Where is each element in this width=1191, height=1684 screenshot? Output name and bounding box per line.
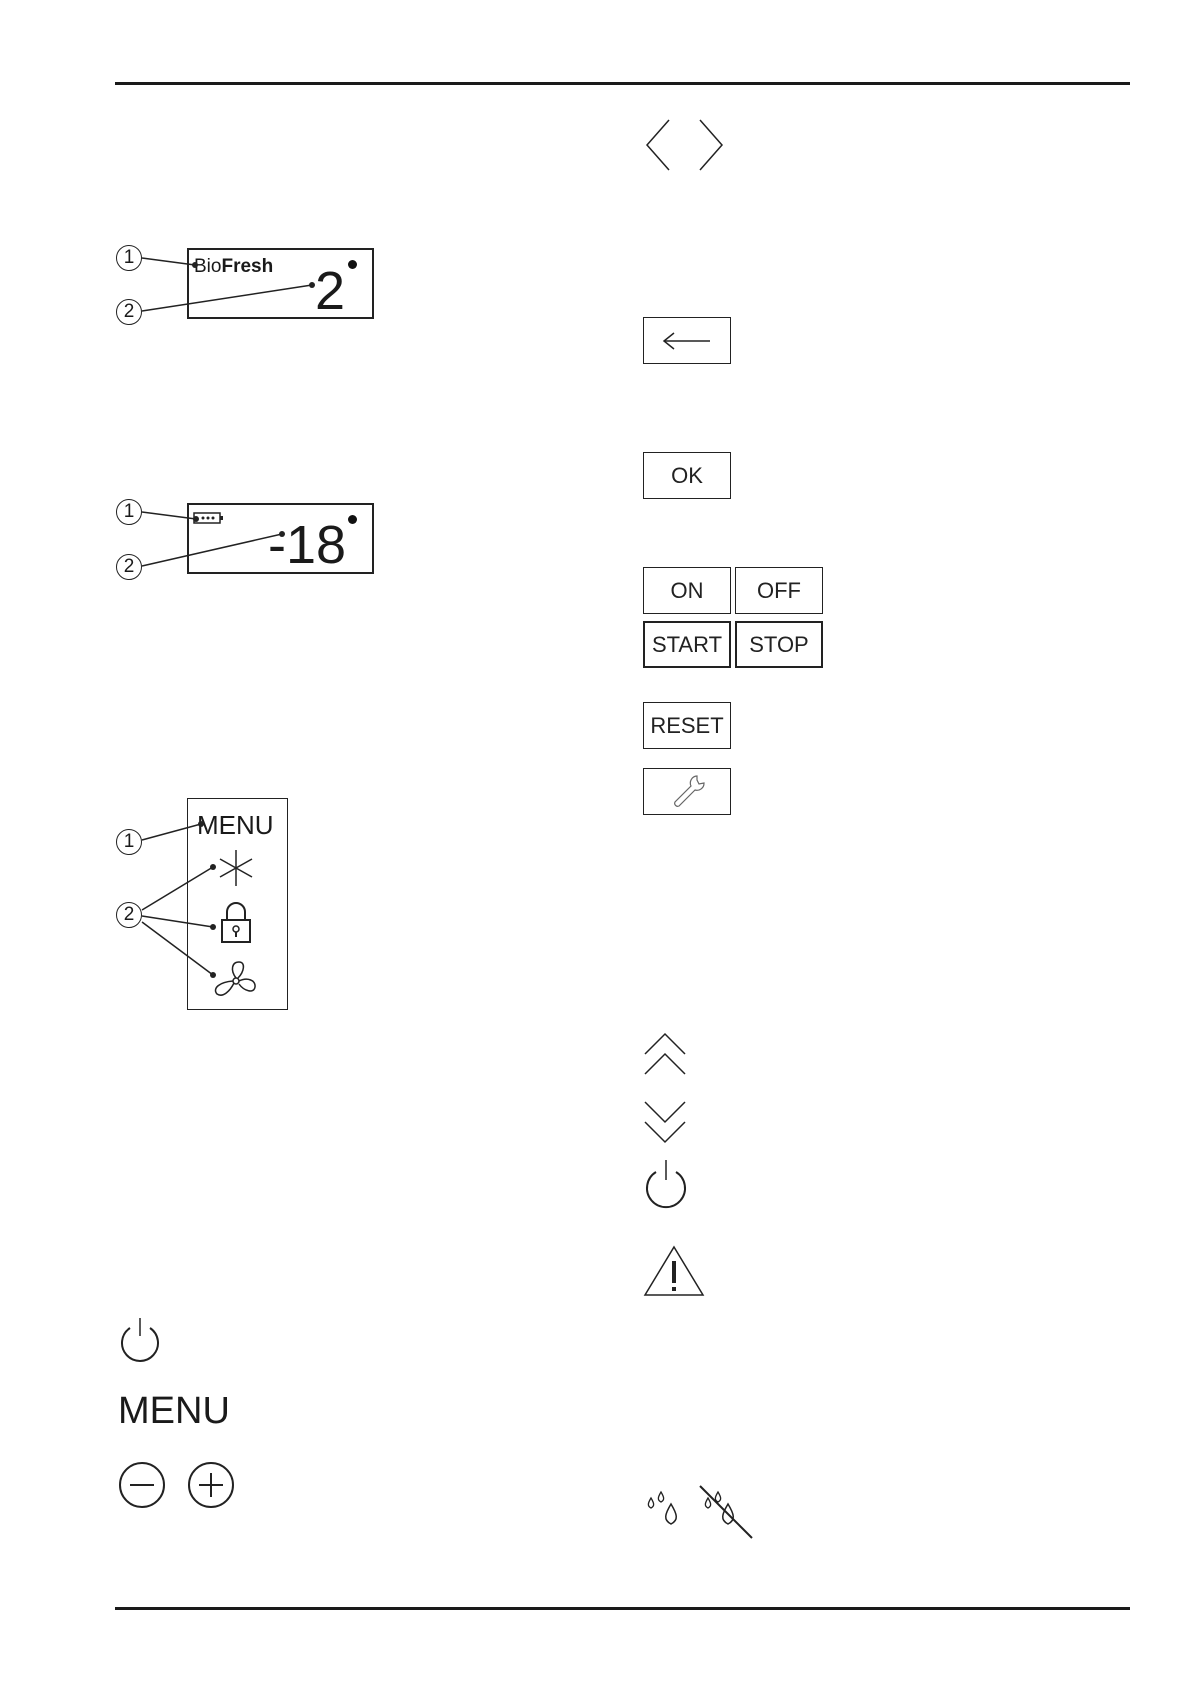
service-button	[643, 768, 731, 815]
freezer-display	[187, 503, 374, 574]
chevron-left-icon	[646, 119, 670, 171]
lock-icon	[221, 902, 251, 943]
menu-symbol: MENU	[118, 1390, 230, 1432]
chevron-right-icon	[699, 119, 723, 171]
start-button: START	[643, 621, 731, 668]
freezer-temperature: -18	[268, 515, 347, 575]
stop-button: STOP	[735, 621, 823, 668]
on-button: ON	[643, 567, 731, 614]
off-button: OFF	[735, 567, 823, 614]
callout-2: 2	[116, 902, 142, 928]
double-chevron-down-icon	[644, 1101, 686, 1144]
minus-circle-icon	[119, 1462, 165, 1508]
callout-1: 1	[116, 499, 142, 525]
warning-icon	[643, 1245, 705, 1296]
power-icon	[121, 1318, 159, 1362]
drops-icon	[647, 1490, 677, 1525]
callout-1: 1	[116, 829, 142, 855]
biofresh-label: BioFresh	[194, 256, 274, 277]
arrow-left-icon	[662, 331, 710, 350]
degree-dot	[348, 515, 357, 524]
callout-2: 2	[116, 299, 142, 325]
double-chevron-up-icon	[644, 1032, 686, 1075]
snowflake-icon	[219, 850, 253, 886]
power-icon	[646, 1160, 686, 1209]
wrench-icon	[674, 774, 705, 807]
back-button	[643, 317, 731, 364]
footer-rule	[115, 1607, 1130, 1610]
callout-1: 1	[116, 245, 142, 271]
menu-panel-label: MENU	[197, 810, 274, 840]
reset-button: RESET	[643, 702, 731, 749]
fan-icon	[214, 961, 256, 996]
biofresh-display	[187, 248, 374, 319]
drops-off-icon	[699, 1485, 753, 1539]
plus-circle-icon	[188, 1462, 234, 1508]
degree-dot	[348, 260, 357, 269]
callout-2: 2	[116, 554, 142, 580]
ok-button: OK	[643, 452, 731, 499]
biofresh-temperature: 2	[315, 261, 346, 321]
header-rule	[115, 82, 1130, 85]
